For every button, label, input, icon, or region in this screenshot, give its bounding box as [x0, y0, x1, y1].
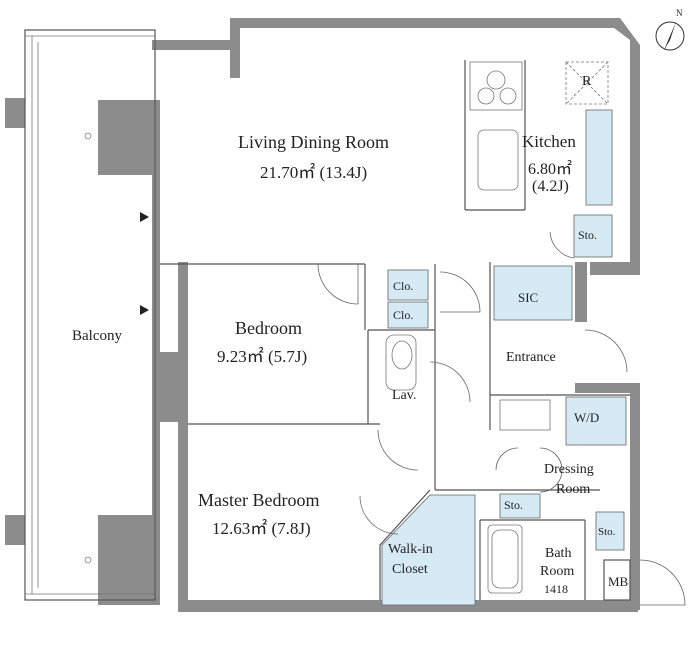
bedroom-area: 9.23㎡ (5.7J) — [217, 347, 308, 366]
interior-walls — [160, 60, 630, 600]
balcony-label: Balcony — [72, 328, 122, 344]
lav-label: Lav. — [392, 388, 417, 403]
bath-room-line2: Room — [540, 564, 575, 579]
living-room-name: Living Dining Room — [238, 132, 390, 152]
door-swings — [317, 231, 686, 606]
dressing-room-line1: Dressing — [544, 462, 594, 477]
closet-label-2: Clo. — [393, 308, 414, 322]
mb-label: MB — [608, 574, 629, 589]
closet-label-1: Clo. — [393, 279, 414, 293]
kitchen-name: Kitchen — [522, 132, 576, 151]
bedroom-name: Bedroom — [235, 318, 302, 338]
bath-room-line1: Bath — [545, 546, 572, 561]
sic-label: SIC — [518, 290, 539, 305]
wd-label: W/D — [574, 410, 600, 425]
bath-room-size: 1418 — [544, 582, 568, 596]
entrance-label: Entrance — [506, 350, 556, 365]
living-room-area: 21.70㎡ (13.4J) — [260, 163, 368, 182]
dressing-storage-label: Sto. — [504, 498, 524, 512]
kitchen-tatami: (4.2J) — [532, 178, 569, 195]
compass-label: N — [676, 8, 683, 18]
walls — [5, 18, 640, 612]
kitchen-area: 6.80㎡ — [528, 161, 573, 178]
kitchen-storage-label: Sto. — [578, 228, 598, 242]
fixtures — [385, 61, 631, 601]
master-bedroom-name: Master Bedroom — [198, 490, 320, 510]
dressing-room-line2: Room — [556, 482, 591, 497]
north-arrow-icon — [655, 21, 685, 51]
bath-storage-label: Sto. — [598, 526, 616, 538]
master-bedroom-area: 12.63㎡ (7.8J) — [212, 519, 311, 538]
walkin-closet-line1: Walk-in — [388, 542, 433, 557]
fridge-label: R — [582, 74, 592, 89]
walkin-closet-line2: Closet — [392, 562, 428, 577]
storage-areas — [381, 109, 627, 606]
balcony-outline — [24, 29, 156, 601]
